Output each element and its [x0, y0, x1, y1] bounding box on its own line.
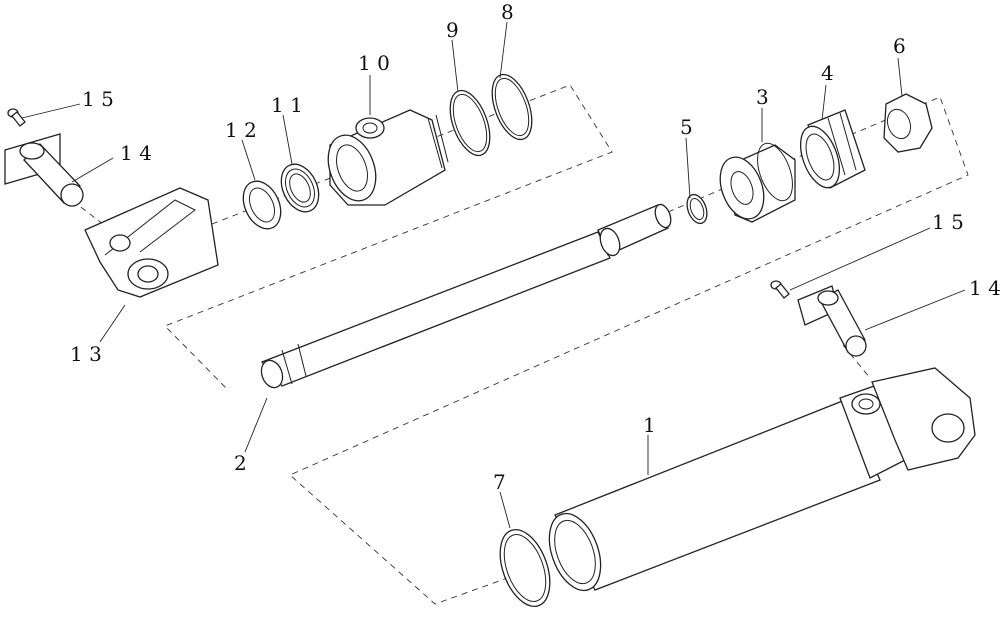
- leader-lines: [21, 21, 966, 529]
- part-11-seal: [280, 163, 320, 213]
- part-12-ring: [242, 180, 282, 230]
- callout-11: 1 1: [271, 93, 303, 117]
- callout-15-left: 1 5: [82, 87, 114, 111]
- callout-15-right: 1 5: [932, 210, 964, 234]
- callout-6: 6: [893, 34, 906, 58]
- callout-4: 4: [821, 61, 834, 85]
- callout-14-left: 1 4: [120, 141, 152, 165]
- callout-9: 9: [446, 18, 459, 42]
- part-4-piston-seal: [799, 109, 866, 189]
- part-13-clevis: [84, 187, 219, 298]
- callout-1: 1: [643, 413, 656, 437]
- part-9-o-ring: [449, 89, 491, 157]
- part-15-screw-right: [770, 280, 790, 299]
- callout-10: 1 0: [358, 51, 390, 75]
- part-15-screw-left: [7, 108, 26, 127]
- part-5-small-o-ring: [686, 193, 708, 225]
- part-14-pin-right: [797, 285, 867, 357]
- part-1-cylinder-barrel: [548, 367, 976, 592]
- callout-2: 2: [234, 451, 247, 475]
- part-7-ring: [499, 529, 551, 607]
- callout-12: 1 2: [225, 118, 257, 142]
- callout-labels: 1 2 3 4 5 6 7 8 9 1 0 1 1 1 2 1 3 1 4 1 …: [70, 0, 1000, 494]
- callout-8: 8: [501, 0, 514, 24]
- part-2-piston-rod: [260, 203, 672, 389]
- part-10-gland-head: [327, 109, 449, 206]
- callout-7: 7: [493, 470, 506, 494]
- callout-5: 5: [680, 115, 693, 139]
- callout-13: 1 3: [70, 342, 102, 366]
- part-14-pin-left: [4, 133, 84, 207]
- part-3-piston: [719, 142, 796, 223]
- callout-14-right: 1 4: [969, 276, 1000, 300]
- part-8-o-ring: [491, 73, 533, 141]
- part-6-nut: [883, 93, 933, 153]
- callout-3: 3: [756, 85, 769, 109]
